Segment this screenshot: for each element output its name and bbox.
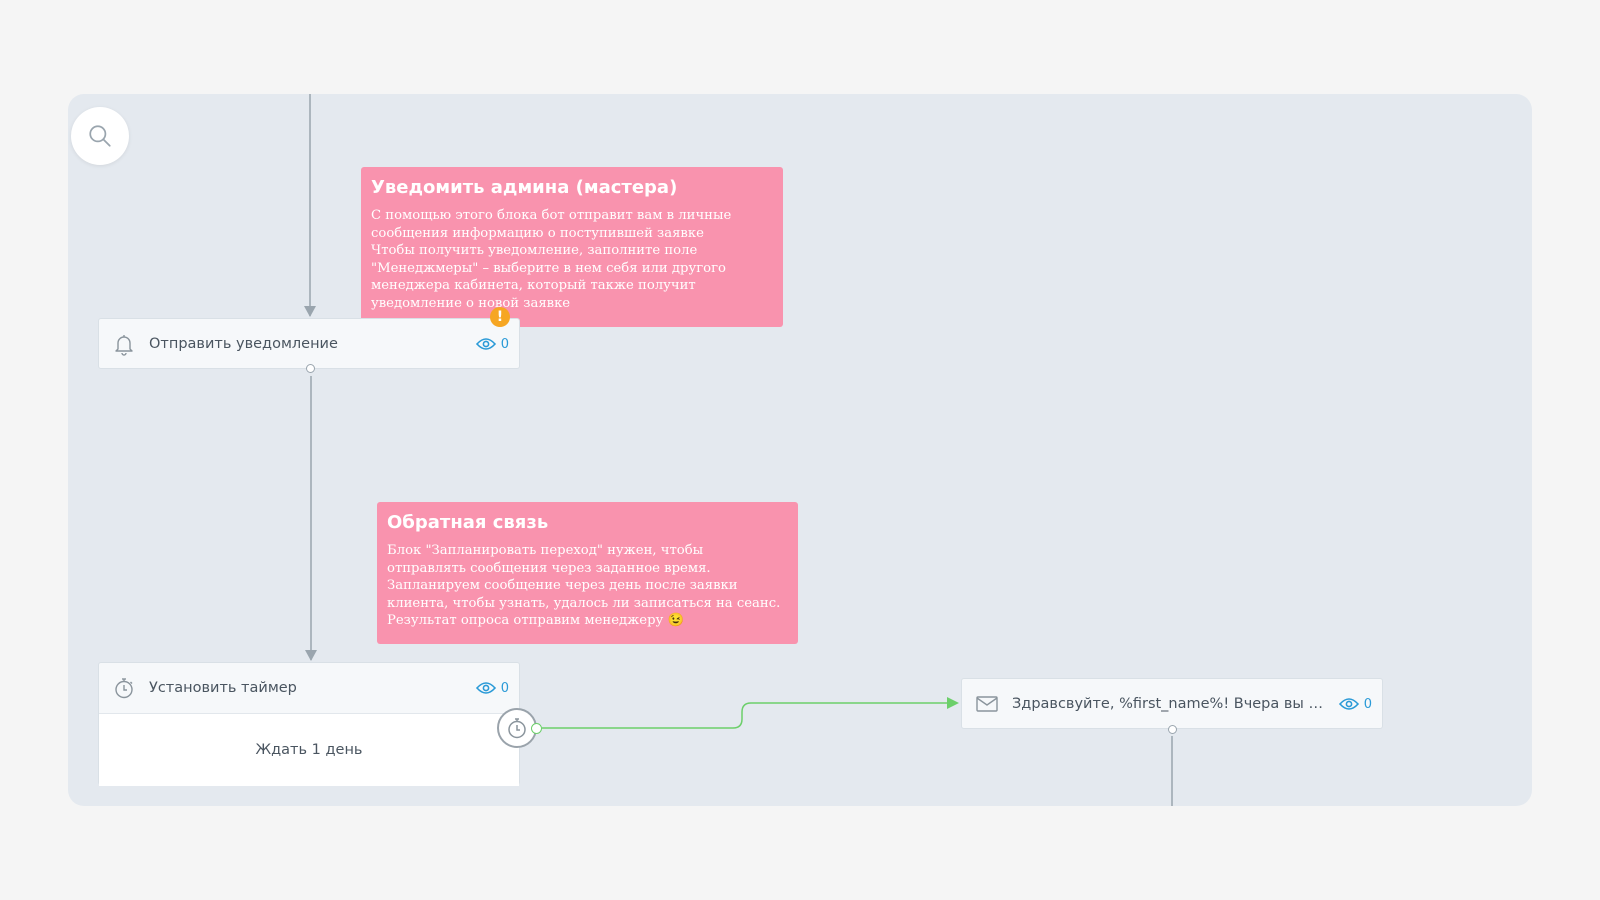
output-port[interactable] [1168, 725, 1177, 734]
node-title: Здравсвуйте, %first_name%! Вчера вы оста… [1012, 696, 1331, 712]
note-title: Обратная связь [387, 512, 549, 533]
views-count: 0 [1363, 696, 1372, 712]
output-port[interactable] [306, 364, 315, 373]
send-message-node[interactable]: Здравсвуйте, %first_name%! Вчера вы оста… [961, 678, 1383, 729]
connector-lines [304, 94, 1173, 806]
timer-output-stopwatch-icon[interactable] [497, 708, 537, 748]
views-count: 0 [500, 680, 509, 696]
search-button[interactable] [71, 107, 129, 165]
timer-delay: Ждать 1 день [99, 713, 519, 786]
views-count: 0 [500, 336, 509, 352]
eye-icon [475, 682, 496, 694]
eye-icon [1338, 698, 1359, 710]
eye-icon [475, 338, 496, 350]
node-title: Отправить уведомление [149, 336, 338, 352]
node-title: Установить таймер [149, 680, 297, 696]
views-counter[interactable]: 0 [1338, 696, 1372, 712]
note-text: С помощью этого блока бот отправит вам в… [371, 208, 732, 311]
views-counter[interactable]: 0 [475, 680, 509, 696]
timer-output-port[interactable] [531, 723, 542, 734]
views-counter[interactable]: 0 [475, 336, 509, 352]
note-text: Блок "Запланировать переход" нужен, чтоб… [387, 543, 781, 628]
bell-icon [111, 331, 137, 357]
envelope-icon [974, 691, 1000, 717]
flow-canvas[interactable]: Уведомить админа (мастера) С помощью это… [68, 94, 1532, 806]
note-title: Уведомить админа (мастера) [371, 177, 678, 198]
note-feedback[interactable]: Обратная связь Блок "Запланировать перех… [377, 502, 798, 644]
set-timer-node[interactable]: Установить таймер 0 Ждать 1 день [98, 662, 520, 786]
search-icon [89, 125, 111, 147]
warning-icon[interactable]: ! [490, 307, 510, 327]
stopwatch-icon [111, 675, 137, 701]
note-notify-admin[interactable]: Уведомить админа (мастера) С помощью это… [361, 167, 783, 327]
send-notification-node[interactable]: Отправить уведомление 0 [98, 318, 520, 369]
